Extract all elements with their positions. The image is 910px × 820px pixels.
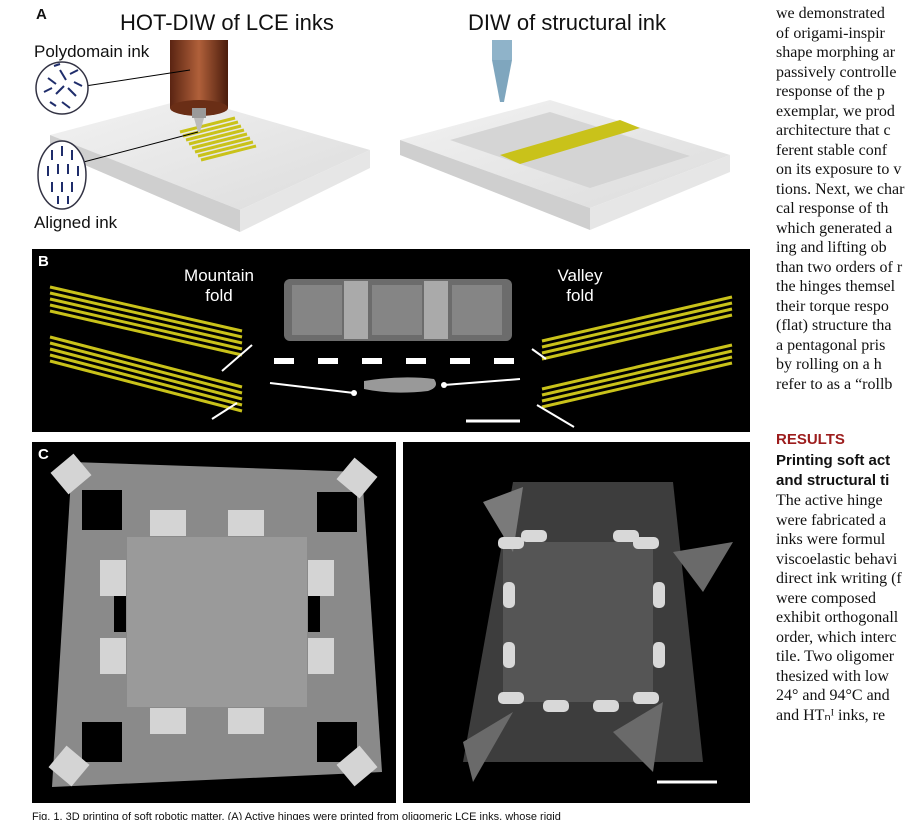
hot-diw-nozzle xyxy=(170,40,228,132)
body-text-line: response of the p xyxy=(776,83,885,100)
body-text-line: tions. Next, we char xyxy=(776,180,905,198)
body-text-line: The active hinge xyxy=(776,492,883,509)
body-text-line: architecture that c xyxy=(776,122,891,139)
body-text-line: than two orders of r xyxy=(776,258,903,276)
mountain-fold-arrows xyxy=(211,344,253,420)
mountain-fold-filaments-top xyxy=(49,285,243,357)
body-text-column: we demonstrated of origami-inspir shape mo… xyxy=(776,4,910,725)
body-text-line: were fabricated a xyxy=(776,511,887,529)
body-text-bottom: The active hinge were fabricated a inks we… xyxy=(776,491,910,725)
label-aligned-ink: Aligned ink xyxy=(34,213,118,232)
body-text-line: ferent stable conf xyxy=(776,141,888,159)
figure-caption: Fig. 1. 3D printing of soft robotic matt… xyxy=(32,811,561,820)
paragraph-gap xyxy=(776,394,910,431)
folded-box-illustration xyxy=(463,482,733,784)
body-text-line: refer to as a “rollb xyxy=(776,375,893,393)
panel-b-letter: B xyxy=(38,253,49,270)
body-text-line: by rolling on a h xyxy=(776,356,882,373)
polydomain-circle-icon xyxy=(35,61,89,115)
body-text-line: viscoelastic behavi xyxy=(776,550,898,568)
body-text-line: thesized with low xyxy=(776,667,889,685)
subheading-line-2: and structural ti xyxy=(776,472,890,489)
body-text-line: exemplar, we prod xyxy=(776,102,895,120)
panel-a-title-left: HOT-DIW of LCE inks xyxy=(120,10,334,35)
valley-fold-filaments-bottom xyxy=(541,343,733,409)
label-mountain-fold-line-1: Mountain xyxy=(184,266,254,285)
panel-b-illustration xyxy=(49,279,733,428)
panel-c-letter: C xyxy=(38,446,49,463)
panel-a-title-right: DIW of structural ink xyxy=(468,10,667,35)
leader-line-aligned xyxy=(71,131,199,166)
mountain-fold-filaments-bottom xyxy=(49,335,243,413)
body-text-line: which generated a xyxy=(776,219,893,237)
body-text-line: on its exposure to v xyxy=(776,161,902,178)
body-text-line: inks were formul xyxy=(776,531,886,548)
body-text-line: a pentagonal pris xyxy=(776,336,886,354)
body-text-line: their torque respo xyxy=(776,297,889,315)
label-mountain-fold-line-2: fold xyxy=(205,286,233,305)
hinge-photo xyxy=(284,279,512,341)
body-text-line: and HTₙᴵ inks, re xyxy=(776,706,886,724)
label-polydomain-ink: Polydomain ink xyxy=(34,42,150,61)
body-text-line: 24° and 94°C and xyxy=(776,687,890,704)
right-build-plate xyxy=(400,100,730,230)
body-text-line: shape morphing ar xyxy=(776,44,896,61)
body-text-line: tile. Two oligomer xyxy=(776,648,895,665)
folded-sample xyxy=(269,377,521,396)
body-text-line: ing and lifting ob xyxy=(776,239,887,256)
body-text-line: direct ink writing (f xyxy=(776,570,902,587)
body-text-line: cal response of th xyxy=(776,200,889,217)
flat-tile-illustration xyxy=(48,453,382,787)
body-text-line: the hinges themsel xyxy=(776,278,896,295)
label-valley-fold: Valley fold xyxy=(540,266,620,306)
left-build-plate xyxy=(50,98,370,232)
body-text-top: we demonstrated of origami-inspir shape mo… xyxy=(776,4,910,394)
body-text-line: we demonstrated xyxy=(776,5,885,22)
subheading-line-1: Printing soft act xyxy=(776,452,891,469)
section-heading-results: RESULTS xyxy=(776,431,845,448)
body-text-line: of origami-inspir xyxy=(776,24,885,42)
label-valley-fold-line-1: Valley xyxy=(557,266,603,285)
valley-fold-arrows xyxy=(531,348,575,428)
aligned-ink-ellipse-icon xyxy=(37,140,87,210)
valley-fold-filaments-top xyxy=(541,295,733,361)
label-valley-fold-line-2: fold xyxy=(566,286,594,305)
printed-lce-filaments xyxy=(179,116,257,162)
body-text-line: were composed xyxy=(776,589,876,607)
diw-nozzle xyxy=(492,40,512,102)
label-mountain-fold: Mountain fold xyxy=(174,266,264,306)
body-text-line: order, which interc xyxy=(776,628,897,646)
panel-a-letter: A xyxy=(36,6,47,23)
body-text-line: exhibit orthogonall xyxy=(776,609,899,626)
body-text-line: passively controlle xyxy=(776,63,897,81)
panel-a-illustration xyxy=(35,40,730,232)
body-text-line: (flat) structure tha xyxy=(776,317,892,334)
leader-line-polydomain xyxy=(71,69,191,89)
